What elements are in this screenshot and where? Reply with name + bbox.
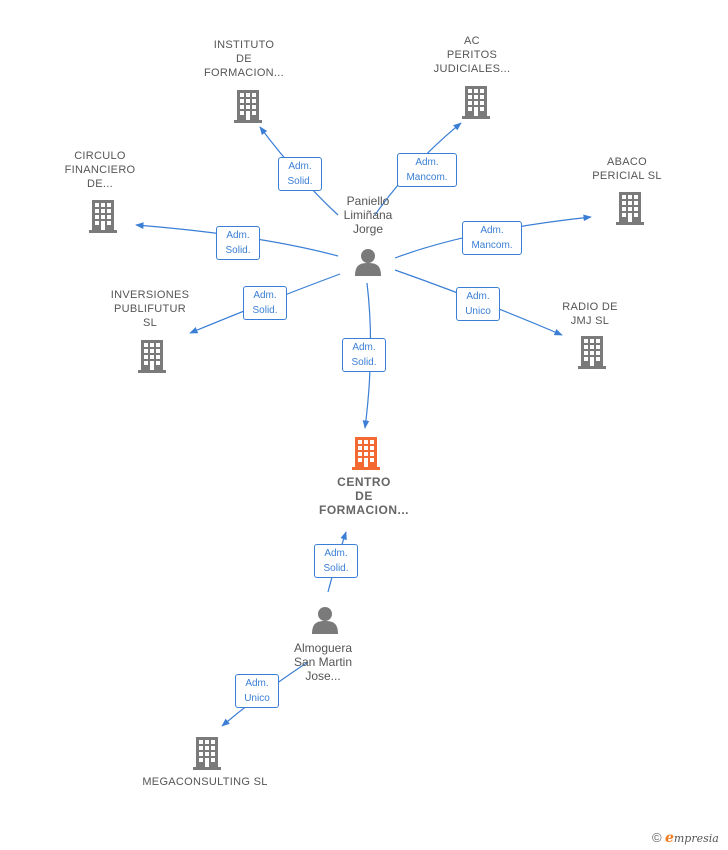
- edge-label-inversiones: Adm. Solid.: [243, 286, 287, 320]
- node-label-radio[interactable]: RADIO DE JMJ SL: [540, 300, 640, 328]
- building-icon-megaconsulting[interactable]: [193, 737, 221, 770]
- edge-label-line: Adm.: [480, 225, 504, 236]
- label-line: FINANCIERO: [64, 164, 136, 176]
- label-line: SL: [142, 317, 158, 329]
- node-label-instituto[interactable]: INSTITUTO DE FORMACION...: [194, 38, 294, 80]
- label-line: DE...: [87, 178, 113, 190]
- edge-label-line: Unico: [244, 693, 270, 704]
- edge-label-line: Solid.: [323, 563, 349, 574]
- copyright-symbol: ©: [652, 830, 662, 845]
- edge-label-line: Solid.: [252, 305, 278, 316]
- node-label-almoguera[interactable]: Almoguera San Martin Jose...: [273, 641, 373, 683]
- edge-label-line: Adm.: [415, 157, 439, 168]
- building-icon-inversiones[interactable]: [138, 340, 166, 373]
- label-line: Paniello: [346, 194, 390, 208]
- person-icon-almoguera[interactable]: [312, 607, 338, 634]
- building-icon-radio[interactable]: [578, 336, 606, 369]
- brand-logo: empresia: [664, 830, 719, 846]
- label-line: RADIO DE: [562, 301, 618, 313]
- edge-label-line: Adm.: [466, 291, 490, 302]
- label-line: PUBLIFUTUR: [113, 303, 187, 315]
- edge-label-line: Adm.: [288, 161, 312, 172]
- label-line: Jose...: [305, 669, 341, 683]
- edge-label-almoguera-centro: Adm. Solid.: [314, 544, 358, 578]
- label-line: JMJ SL: [570, 315, 610, 327]
- edge-label-circulo: Adm. Solid.: [216, 226, 260, 260]
- label-line: FORMACION...: [204, 67, 284, 79]
- label-line: PERITOS: [446, 49, 498, 61]
- node-label-megaconsulting[interactable]: MEGACONSULTING SL: [130, 775, 280, 789]
- label-line: INVERSIONES: [110, 289, 190, 301]
- edge-label-ac: Adm. Mancom.: [397, 153, 457, 187]
- edge-label-line: Mancom.: [471, 240, 513, 251]
- building-icon-abaco[interactable]: [616, 192, 644, 225]
- edge-label-line: Adm.: [226, 230, 250, 241]
- label-line: Jorge: [352, 222, 384, 236]
- person-icon-paniello[interactable]: [355, 249, 381, 276]
- label-line: MEGACONSULTING SL: [142, 776, 268, 788]
- label-line: Limiñana: [343, 208, 393, 222]
- label-line: PERICIAL SL: [592, 170, 662, 182]
- node-label-abaco[interactable]: ABACO PERICIAL SL: [577, 155, 677, 183]
- edge-label-line: Adm.: [253, 290, 277, 301]
- node-label-circulo[interactable]: CIRCULO FINANCIERO DE...: [50, 149, 150, 191]
- label-line: San Martin: [293, 655, 353, 669]
- brand-initial: e: [664, 830, 674, 846]
- edge-label-line: Mancom.: [406, 172, 448, 183]
- edge-label-radio: Adm. Unico: [456, 287, 500, 321]
- edge-label-line: Adm.: [245, 678, 269, 689]
- node-label-paniello[interactable]: Paniello Limiñana Jorge: [318, 194, 418, 236]
- label-line: JUDICIALES...: [433, 63, 511, 75]
- edge-label-mega: Adm. Unico: [235, 674, 279, 708]
- label-line: ABACO: [606, 156, 647, 168]
- label-line: FORMACION...: [319, 503, 409, 517]
- edge-label-line: Solid.: [225, 245, 251, 256]
- node-label-ac-peritos[interactable]: AC PERITOS JUDICIALES...: [422, 34, 522, 76]
- label-line: CIRCULO: [74, 150, 126, 162]
- node-label-centro[interactable]: CENTRO DE FORMACION...: [304, 475, 424, 517]
- edge-label-line: Adm.: [324, 548, 348, 559]
- edge-label-line: Solid.: [351, 357, 377, 368]
- edge-label-line: Solid.: [287, 176, 313, 187]
- empresia-brand[interactable]: © empresia: [652, 830, 719, 846]
- building-icon-circulo[interactable]: [89, 200, 117, 233]
- edge-label-line: Adm.: [352, 342, 376, 353]
- label-line: AC: [464, 35, 480, 47]
- building-icon-instituto[interactable]: [234, 90, 262, 123]
- node-label-inversiones[interactable]: INVERSIONES PUBLIFUTUR SL: [100, 288, 200, 330]
- building-icon-centro[interactable]: [352, 437, 380, 470]
- building-icon-ac-peritos[interactable]: [462, 86, 490, 119]
- edge-label-centro: Adm. Solid.: [342, 338, 386, 372]
- label-line: INSTITUTO: [213, 39, 275, 51]
- edge-label-instituto: Adm. Solid.: [278, 157, 322, 191]
- edge-label-abaco: Adm. Mancom.: [462, 221, 522, 255]
- label-line: Almoguera: [293, 641, 353, 655]
- label-line: DE: [236, 53, 252, 65]
- label-line: CENTRO: [337, 475, 391, 489]
- label-line: DE: [355, 489, 373, 503]
- brand-rest: mpresia: [673, 832, 719, 845]
- edge-label-line: Unico: [465, 306, 491, 317]
